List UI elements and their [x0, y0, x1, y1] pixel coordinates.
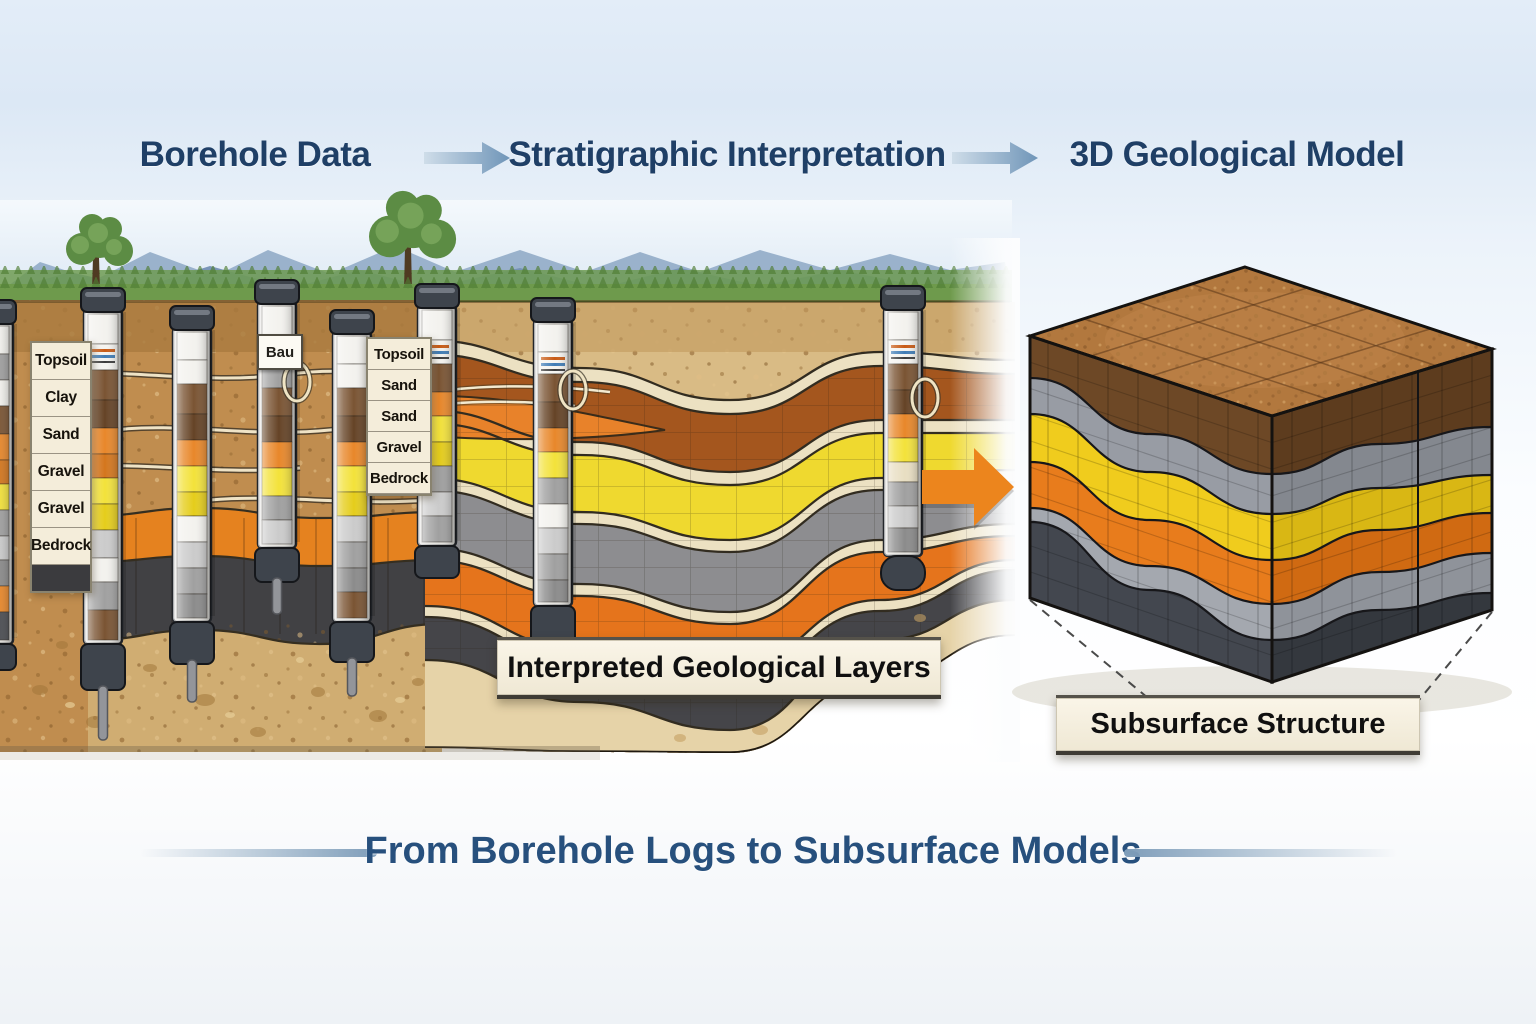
legend-label-clay: Clay: [32, 380, 90, 417]
legend-label-bedrock: Bedrock: [31, 528, 91, 565]
subsurface-structure-caption: Subsurface Structure: [1056, 695, 1420, 755]
borehole-log: [0, 299, 17, 671]
legend-label-topsoil: Topsoil: [32, 343, 90, 380]
tree-icon: [66, 190, 457, 296]
borehole-log: [880, 285, 926, 591]
extent-dash-left: [1029, 599, 1161, 709]
extent-dash-right: [1413, 611, 1493, 707]
legend-label-gravel: Gravel: [32, 454, 90, 491]
footer-rule-left: [140, 849, 377, 857]
header-step-stratigraphic-interpretation: Stratigraphic Interpretation: [508, 135, 946, 174]
footer-title: From Borehole Logs to Subsurface Models: [364, 830, 1142, 872]
header-step-borehole-data: Borehole Data: [139, 135, 371, 174]
legend-label-sand: Sand: [32, 417, 90, 454]
header-step-3d-geological-model: 3D Geological Model: [1069, 135, 1405, 174]
borehole-legend-mid: Topsoil Sand Sand Gravel Bedrock: [366, 337, 432, 496]
legend-label-gravel: Gravel: [368, 432, 430, 463]
borehole-log: [254, 279, 300, 615]
legend-label-topsoil: Topsoil: [368, 339, 430, 370]
legend-label-sand-2: Sand: [368, 401, 430, 432]
legend-label-gravel-2: Gravel: [32, 491, 90, 528]
borehole-log: [169, 305, 215, 703]
legend-label-sand: Sand: [368, 370, 430, 401]
footer-rule-right: [1124, 849, 1397, 857]
flow-arrow-icon: [952, 142, 1038, 174]
borehole-legend-left: Topsoil Clay Sand Gravel Gravel Bedrock: [30, 341, 92, 593]
legend-label-bedrock: Bedrock: [368, 463, 430, 494]
interpreted-layers-caption: Interpreted Geological Layers: [497, 637, 941, 699]
borehole-log: [530, 297, 576, 683]
flow-arrow-icon: [424, 142, 510, 174]
flow-arrow-orange-icon: [922, 448, 1014, 526]
borehole-tag: Bau: [257, 334, 303, 370]
bedrock-color-swatch: [32, 565, 90, 591]
borehole-log: [80, 287, 126, 741]
